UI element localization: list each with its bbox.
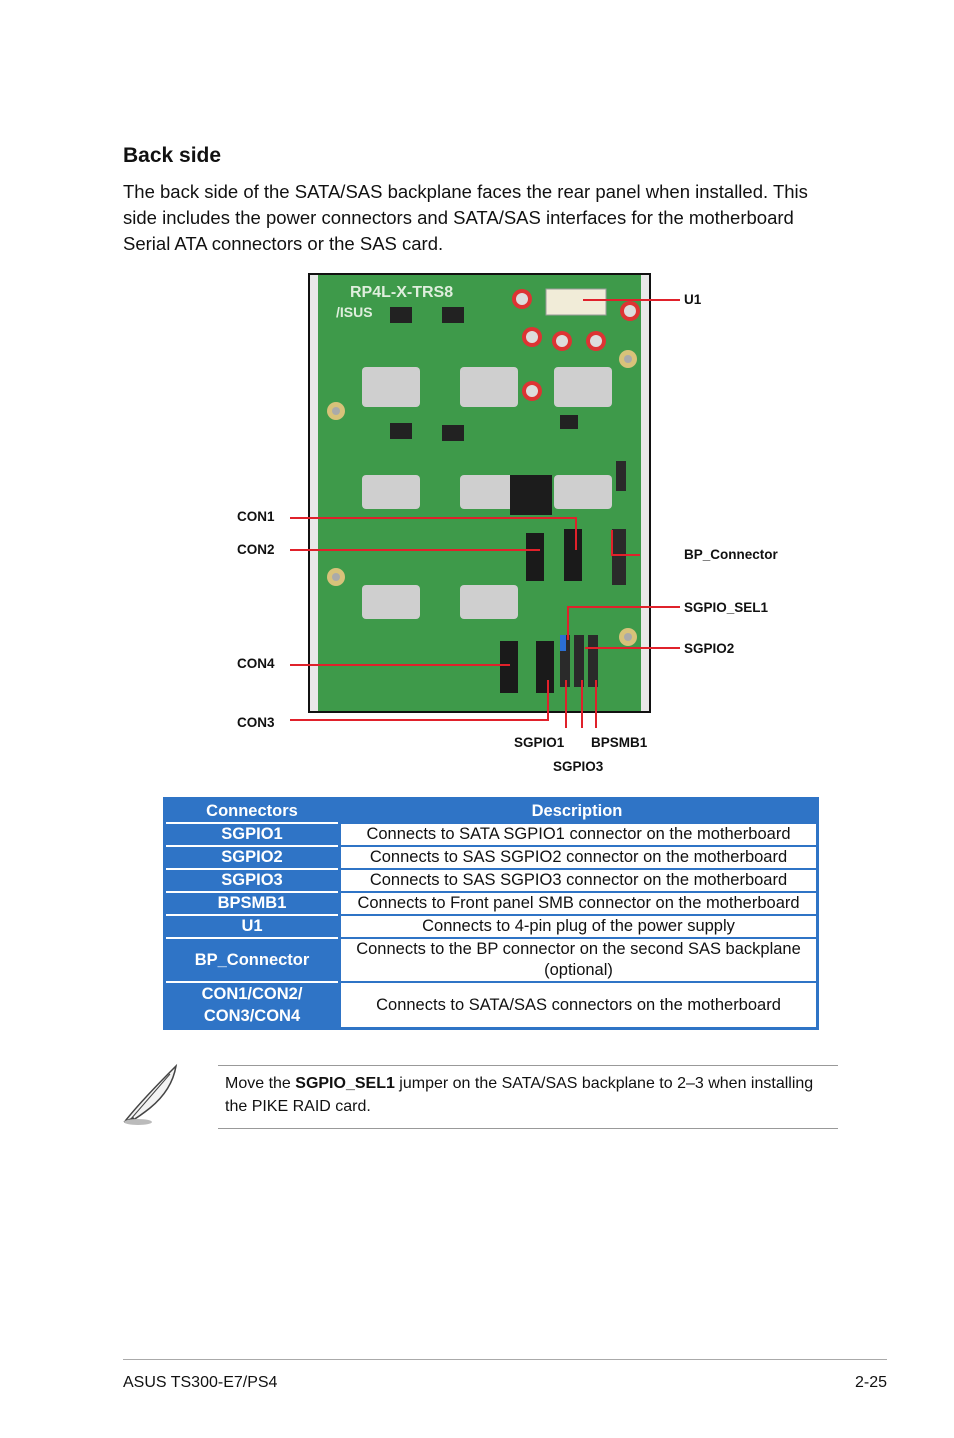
connector-line: CON3/CON4 xyxy=(203,1007,301,1025)
board-silkscreen: RP4L-X-TRS8 xyxy=(350,284,453,301)
label-con3: CON3 xyxy=(237,715,275,730)
note-bold: SGPIO_SEL1 xyxy=(295,1075,395,1092)
description-line: Connects to the BP connector on the seco… xyxy=(356,940,801,958)
cell-connector: SGPIO3 xyxy=(166,868,338,891)
note-bottom-rule xyxy=(218,1128,838,1129)
note-text-after: jumper on the SATA/SAS backplane to 2–3 … xyxy=(225,1075,814,1115)
header-connectors: Connectors xyxy=(206,801,298,820)
header-description: Description xyxy=(531,801,623,820)
label-sgpio2: SGPIO2 xyxy=(684,641,735,656)
label-sgpio1: SGPIO1 xyxy=(514,735,565,750)
cell-connector: BP_Connector xyxy=(166,937,338,981)
table-row: SGPIO3 Connects to SAS SGPIO3 connector … xyxy=(166,868,816,891)
label-con2: CON2 xyxy=(237,542,275,557)
label-con4: CON4 xyxy=(237,656,275,671)
connector-table: Connectors Description SGPIO1 Connects t… xyxy=(163,797,819,1030)
backplane-illustration: RP4L-X-TRS8 /ISUS xyxy=(310,275,649,711)
footer-page-number: 2-25 xyxy=(854,1374,887,1391)
table-row: SGPIO2 Connects to SAS SGPIO2 connector … xyxy=(166,845,816,868)
label-sgpio3: SGPIO3 xyxy=(553,759,604,774)
feather-icon xyxy=(123,1063,178,1125)
cell-description: Connects to the BP connector on the seco… xyxy=(338,937,816,981)
table-header: Connectors Description xyxy=(166,800,816,822)
table-row: CON1/CON2/ CON3/CON4 Connects to SATA/SA… xyxy=(166,981,816,1027)
table-row: U1 Connects to 4-pin plug of the power s… xyxy=(166,914,816,937)
footer-rule xyxy=(123,1359,887,1360)
cell-description: Connects to SAS SGPIO3 connector on the … xyxy=(338,868,816,891)
cell-description: Connects to SATA/SAS connectors on the m… xyxy=(338,981,816,1027)
cell-connector: SGPIO2 xyxy=(166,845,338,868)
cell-connector: SGPIO1 xyxy=(166,822,338,845)
note-text-before: Move the xyxy=(225,1075,296,1092)
connector-line: CON1/CON2/ xyxy=(201,985,303,1003)
intro-paragraph: The back side of the SATA/SAS backplane … xyxy=(123,181,808,254)
label-bp-connector: BP_Connector xyxy=(684,547,778,562)
cell-description: Connects to 4-pin plug of the power supp… xyxy=(338,914,816,937)
cell-description: Connects to SATA SGPIO1 connector on the… xyxy=(338,822,816,845)
callout-lines xyxy=(290,299,680,728)
label-sgpio-sel1: SGPIO_SEL1 xyxy=(684,600,769,615)
footer-product: ASUS TS300-E7/PS4 xyxy=(123,1374,278,1391)
description-line: (optional) xyxy=(544,961,613,979)
table-row: BPSMB1 Connects to Front panel SMB conne… xyxy=(166,891,816,914)
label-bpsmb1: BPSMB1 xyxy=(591,735,648,750)
cell-description: Connects to Front panel SMB connector on… xyxy=(338,891,816,914)
note-text: Move the SGPIO_SEL1 jumper on the SATA/S… xyxy=(225,1072,825,1118)
table-row: BP_Connector Connects to the BP connecto… xyxy=(166,937,816,981)
backplane-photo: RP4L-X-TRS8 /ISUS xyxy=(308,273,651,713)
brand-logo: /ISUS xyxy=(336,304,373,320)
cell-description: Connects to SAS SGPIO2 connector on the … xyxy=(338,845,816,868)
cell-connector: BPSMB1 xyxy=(166,891,338,914)
label-con1: CON1 xyxy=(237,509,275,524)
cell-connector: U1 xyxy=(166,914,338,937)
note-top-rule xyxy=(218,1065,838,1066)
label-u1: U1 xyxy=(684,292,702,307)
section-title: Back side xyxy=(123,144,222,167)
cell-connector: CON1/CON2/ CON3/CON4 xyxy=(166,981,338,1027)
table-row: SGPIO1 Connects to SATA SGPIO1 connector… xyxy=(166,822,816,845)
